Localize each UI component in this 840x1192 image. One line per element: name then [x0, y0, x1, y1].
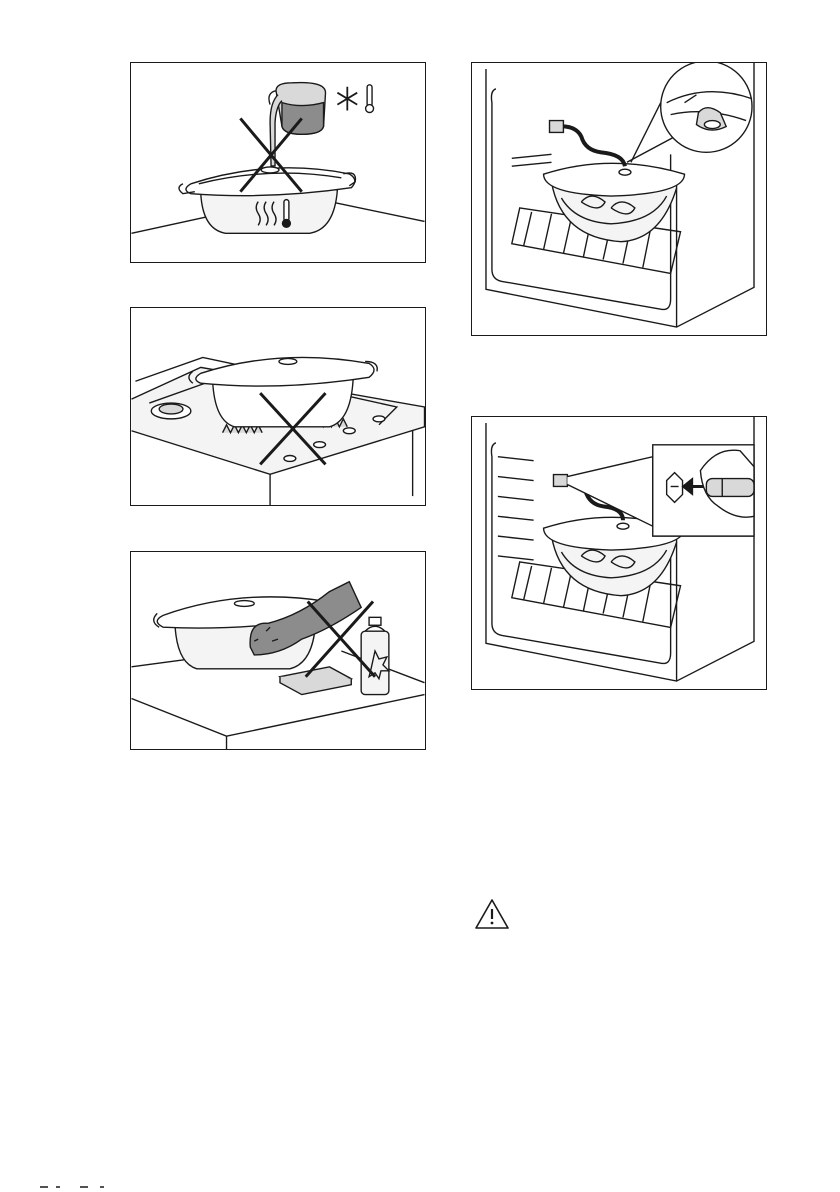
footer-crop-mark	[40, 1186, 120, 1188]
figure-no-cold-liquid-illustration	[131, 63, 425, 262]
table-edge-right	[329, 202, 424, 222]
figure-no-abrasive-illustration	[131, 552, 425, 749]
figure-steam-pipe-lid	[471, 62, 767, 336]
lid-knob	[261, 167, 279, 173]
figure-steam-pipe-lid-illustration	[472, 63, 766, 335]
figure-no-abrasive-cleaning	[130, 551, 426, 750]
warning-triangle-icon	[474, 898, 510, 930]
figure-steam-pipe-inlet	[471, 416, 767, 690]
figure-no-gas-hob-illustration	[131, 308, 425, 505]
figure-no-gas-hob	[130, 307, 426, 506]
figure-steam-pipe-inlet-illustration	[472, 417, 766, 689]
figure-no-cold-liquid	[130, 62, 426, 263]
dish-body	[201, 190, 338, 234]
